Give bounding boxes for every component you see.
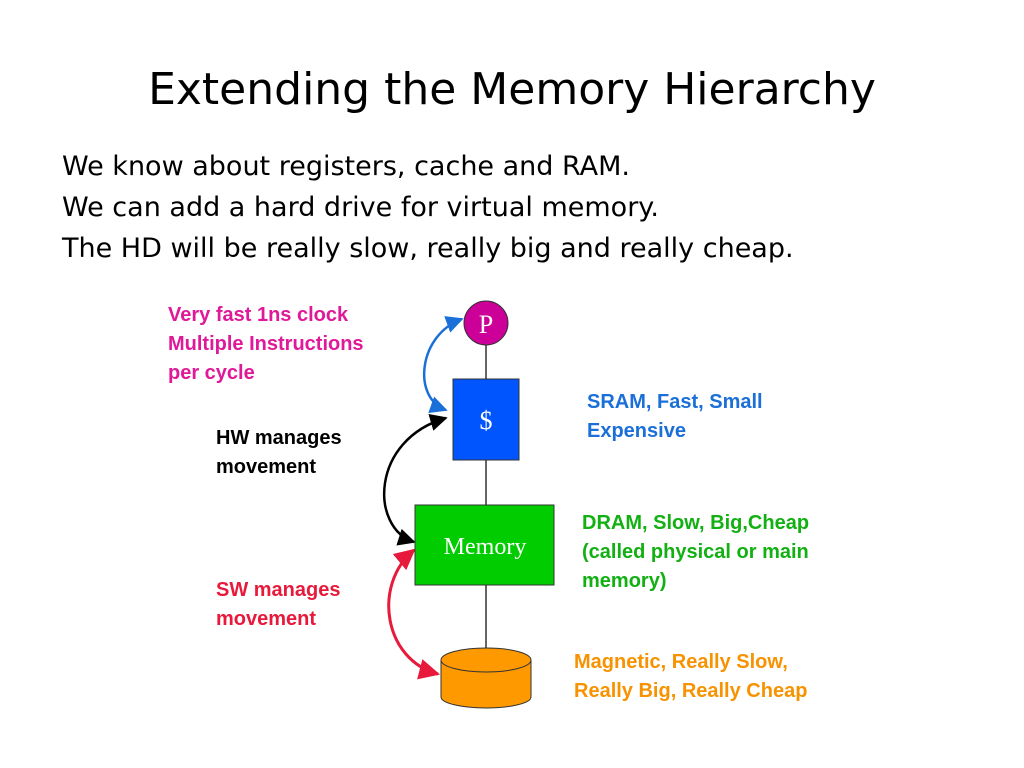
cache-description-line: Expensive [587, 420, 686, 442]
processor-node-label: P [479, 310, 493, 339]
bullet-list: We know about registers, cache and RAM. … [62, 146, 794, 269]
memory-description-line: DRAM, Slow, Big,Cheap [582, 512, 810, 534]
processor-description-line: Very fast 1ns clock [168, 304, 349, 326]
cache-memory-arrow [383, 413, 448, 546]
memory-disk-arrow [387, 548, 441, 680]
cache-node-label: $ [480, 406, 493, 435]
disk-node [440, 647, 532, 709]
memory-description: DRAM, Slow, Big,Cheap (called physical o… [582, 509, 809, 596]
bullet-item: We can add a hard drive for virtual memo… [62, 192, 660, 223]
bullet-item: The HD will be really slow, really big a… [62, 233, 794, 264]
processor-description-line: per cycle [168, 362, 255, 384]
hw-manages-label: HW manages movement [216, 424, 342, 482]
sw-manages-line: movement [216, 608, 317, 630]
bullet-item: We know about registers, cache and RAM. [62, 151, 631, 182]
disk-description: Magnetic, Really Slow, Really Big, Reall… [574, 648, 807, 706]
cache-node [452, 378, 520, 461]
sw-manages-line: SW manages [216, 579, 341, 601]
cache-description: SRAM, Fast, Small Expensive [587, 388, 763, 446]
cache-description-line: SRAM, Fast, Small [587, 391, 763, 413]
disk-description-line: Magnetic, Really Slow, [574, 651, 788, 673]
slide-title: Extending the Memory Hierarchy [148, 64, 876, 115]
hw-manages-line: HW manages [216, 427, 342, 449]
processor-description-line: Multiple Instructions [168, 333, 364, 355]
hw-manages-line: movement [216, 456, 317, 478]
memory-node [414, 504, 555, 586]
processor-node [463, 300, 509, 346]
memory-node-label: Memory [444, 534, 527, 560]
processor-description: Very fast 1ns clock Multiple Instruction… [168, 301, 364, 388]
memory-description-line: memory) [582, 570, 667, 592]
disk-description-line: Really Big, Really Cheap [574, 680, 808, 702]
sw-manages-label: SW manages movement [216, 576, 340, 634]
memory-description-line: (called physical or main [582, 541, 809, 563]
processor-cache-arrow [423, 316, 464, 413]
